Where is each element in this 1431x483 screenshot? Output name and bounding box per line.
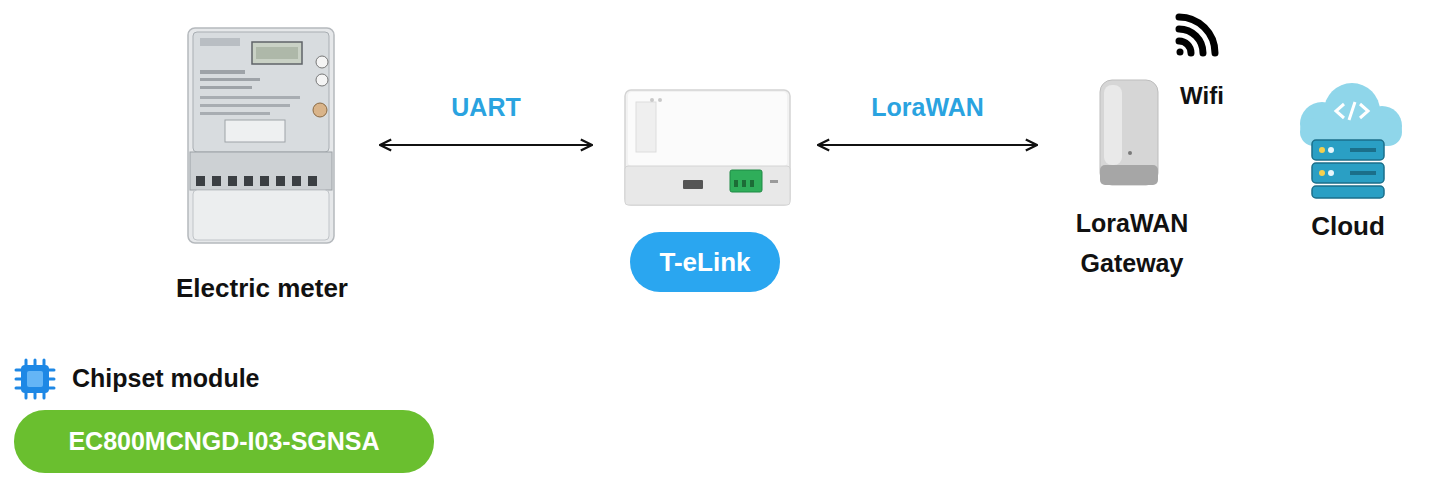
- electric-meter-illustration-part: [200, 112, 270, 115]
- wifi-symbol-part: [1179, 17, 1215, 53]
- t-elink-device-illustration-part: [730, 170, 762, 192]
- node-title: LoraWAN Gateway: [1057, 203, 1207, 283]
- t-elink-device-illustration-part: [625, 166, 790, 205]
- wifi-symbol-part: [1179, 29, 1203, 53]
- protocol-label: LoraWAN: [871, 90, 984, 124]
- bidirectional-arrow: [380, 144, 592, 146]
- electric-meter-illustration-part: [316, 74, 328, 86]
- electric-meter-illustration-part: [225, 120, 285, 142]
- cloud-server-icon-part: [1328, 147, 1334, 153]
- electric-meter-illustration-part: [228, 176, 237, 186]
- t-elink-device-illustration-part: [636, 102, 656, 152]
- t-elink-device-illustration-part: [742, 180, 746, 187]
- bidirectional-arrow: [818, 144, 1037, 146]
- t-elink-device-illustration-part: [625, 90, 790, 205]
- t-elink-device-illustration-part: [734, 180, 738, 187]
- electric-meter-illustration-part: [196, 176, 205, 186]
- node-title: Cloud: [1311, 209, 1385, 243]
- chip-icon-part: [27, 371, 43, 387]
- t-elink-device-illustration-part: [770, 180, 778, 183]
- chipset-node: Chipset moduleEC800MCNGD-I03-SGNSA: [14, 358, 434, 476]
- electric-meter-illustration-part: [193, 190, 329, 240]
- gateway-illustration: [1100, 80, 1158, 185]
- node-title: T-eLink: [630, 232, 780, 292]
- cloud-server-icon-part: [1319, 170, 1325, 176]
- electric-meter-illustration-part: [308, 176, 317, 186]
- gateway-illustration-part: [1104, 85, 1122, 165]
- electric-meter-illustration-part: [200, 96, 300, 99]
- electric-meter-illustration-part: [193, 32, 329, 152]
- device-node: T-eLink: [600, 80, 810, 292]
- electric-meter-illustration-part: [200, 78, 260, 81]
- chip-icon: [16, 360, 54, 398]
- electric-meter-illustration-part: [200, 104, 290, 107]
- gateway-illustration-part: [1100, 165, 1158, 185]
- wifi-symbol: [1177, 17, 1216, 56]
- protocol-label: UART: [451, 90, 520, 124]
- electric-meter-illustration-part: [260, 176, 269, 186]
- cloud-server-icon-part: [1312, 186, 1384, 198]
- electric-meter-illustration-part: [316, 56, 328, 68]
- wifi-symbol-part: [1177, 49, 1184, 56]
- t-elink-device-illustration-part: [650, 98, 654, 102]
- electric-meter-illustration-part: [244, 176, 253, 186]
- cloud-node: Cloud: [1285, 80, 1411, 243]
- electric-meter-illustration-part: [256, 47, 298, 59]
- t-elink-device-illustration-part: [750, 180, 754, 187]
- electric-meter-illustration-part: [200, 38, 240, 46]
- node-title: Chipset module: [14, 358, 260, 398]
- electric-meter-illustration-part: [188, 28, 334, 243]
- electric-meter-illustration-part: [200, 86, 252, 89]
- node-title: Electric meter: [176, 271, 348, 305]
- cloud-server-icon-part: [1349, 102, 1355, 120]
- symbol-label: Wifi: [1180, 80, 1224, 112]
- cloud-server-icon-part: [1312, 163, 1384, 183]
- cloud-server-icon-part: [1350, 171, 1376, 175]
- cloud-server-icon-part: [1360, 104, 1368, 118]
- electric-meter-illustration-part: [190, 152, 332, 190]
- t-elink-device-illustration: [625, 90, 790, 205]
- t-elink-device-illustration-part: [628, 92, 787, 166]
- electric-meter-illustration: [188, 28, 334, 243]
- t-elink-device-illustration-part: [658, 98, 662, 102]
- cloud-server-icon-part: [1312, 140, 1384, 160]
- electric-meter-illustration-part: [252, 42, 302, 64]
- gateway-illustration-part: [1100, 80, 1158, 185]
- electric-meter-illustration-part: [212, 176, 221, 186]
- meter-node: Electric meter: [152, 20, 372, 305]
- electric-meter-illustration-part: [200, 70, 245, 74]
- cloud-server-icon-part: [1319, 147, 1325, 153]
- cloud-server-icon: [1300, 83, 1402, 198]
- electric-meter-illustration-part: [313, 103, 327, 117]
- node-text: EC800MCNGD-I03-SGNSA: [14, 410, 434, 473]
- gateway-illustration-part: [1128, 151, 1132, 155]
- cloud-server-icon-part: [1350, 148, 1376, 152]
- chip-icon-part: [16, 360, 54, 398]
- cloud-server-icon-part: [1328, 170, 1334, 176]
- t-elink-device-illustration-part: [683, 180, 703, 189]
- chip-icon-part: [21, 365, 49, 393]
- cloud-server-icon-part: [1336, 104, 1344, 118]
- electric-meter-illustration-part: [292, 176, 301, 186]
- electric-meter-illustration-part: [276, 176, 285, 186]
